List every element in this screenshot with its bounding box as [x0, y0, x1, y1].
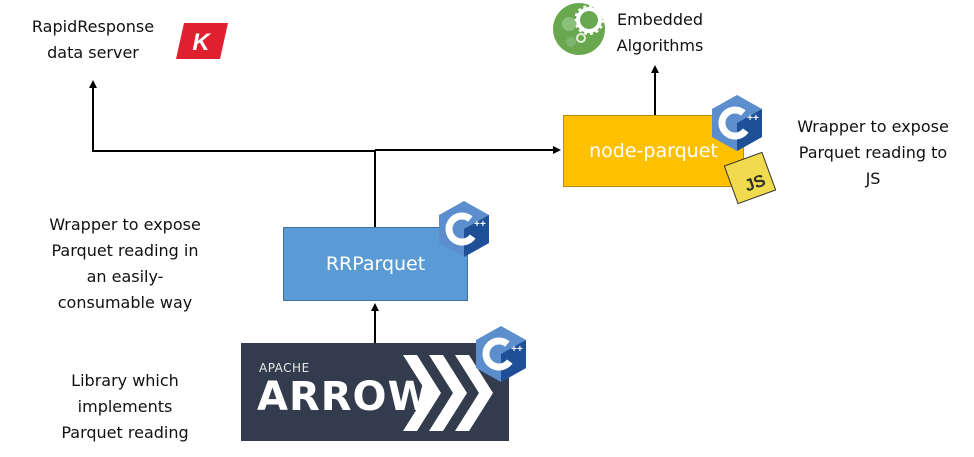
- chevrons-icon: [403, 355, 493, 431]
- cpp-logo-icon: ++: [439, 201, 489, 257]
- rapidresponse-label: RapidResponse data server: [31, 17, 155, 62]
- cpp-plus-glyph: ++: [474, 219, 486, 230]
- apache-arrow-logo[interactable]: APACHE ARROW: [241, 343, 509, 441]
- js-logo-icon: JS: [723, 151, 777, 205]
- rrparquet-description: Wrapper to expose Parquet reading in an …: [49, 215, 201, 312]
- arrow-description: Library which implements Parquet reading: [61, 371, 189, 442]
- cpp-logo-icon: ++: [476, 326, 526, 382]
- apache-wordmark: APACHE: [259, 361, 310, 375]
- cpp-plus-glyph: ++: [511, 344, 523, 355]
- cpp-logo-icon: ++: [712, 95, 762, 151]
- kinaxis-k-logo-icon: K: [176, 23, 228, 59]
- edge-to-rapidresponse: [89, 80, 375, 152]
- kinaxis-k-glyph: K: [192, 29, 211, 56]
- node-parquet-label: node-parquet: [589, 140, 718, 162]
- rrparquet-label: RRParquet: [325, 253, 426, 275]
- rrparquet-box[interactable]: RRParquet: [283, 227, 468, 301]
- arrow-wordmark: ARROW: [257, 374, 433, 420]
- embedded-algorithms-label: Embedded Algorithms: [616, 10, 704, 55]
- gears-icon: [553, 3, 605, 55]
- node-parquet-description: Wrapper to expose Parquet reading to JS: [797, 117, 949, 188]
- cpp-plus-glyph: ++: [747, 113, 759, 124]
